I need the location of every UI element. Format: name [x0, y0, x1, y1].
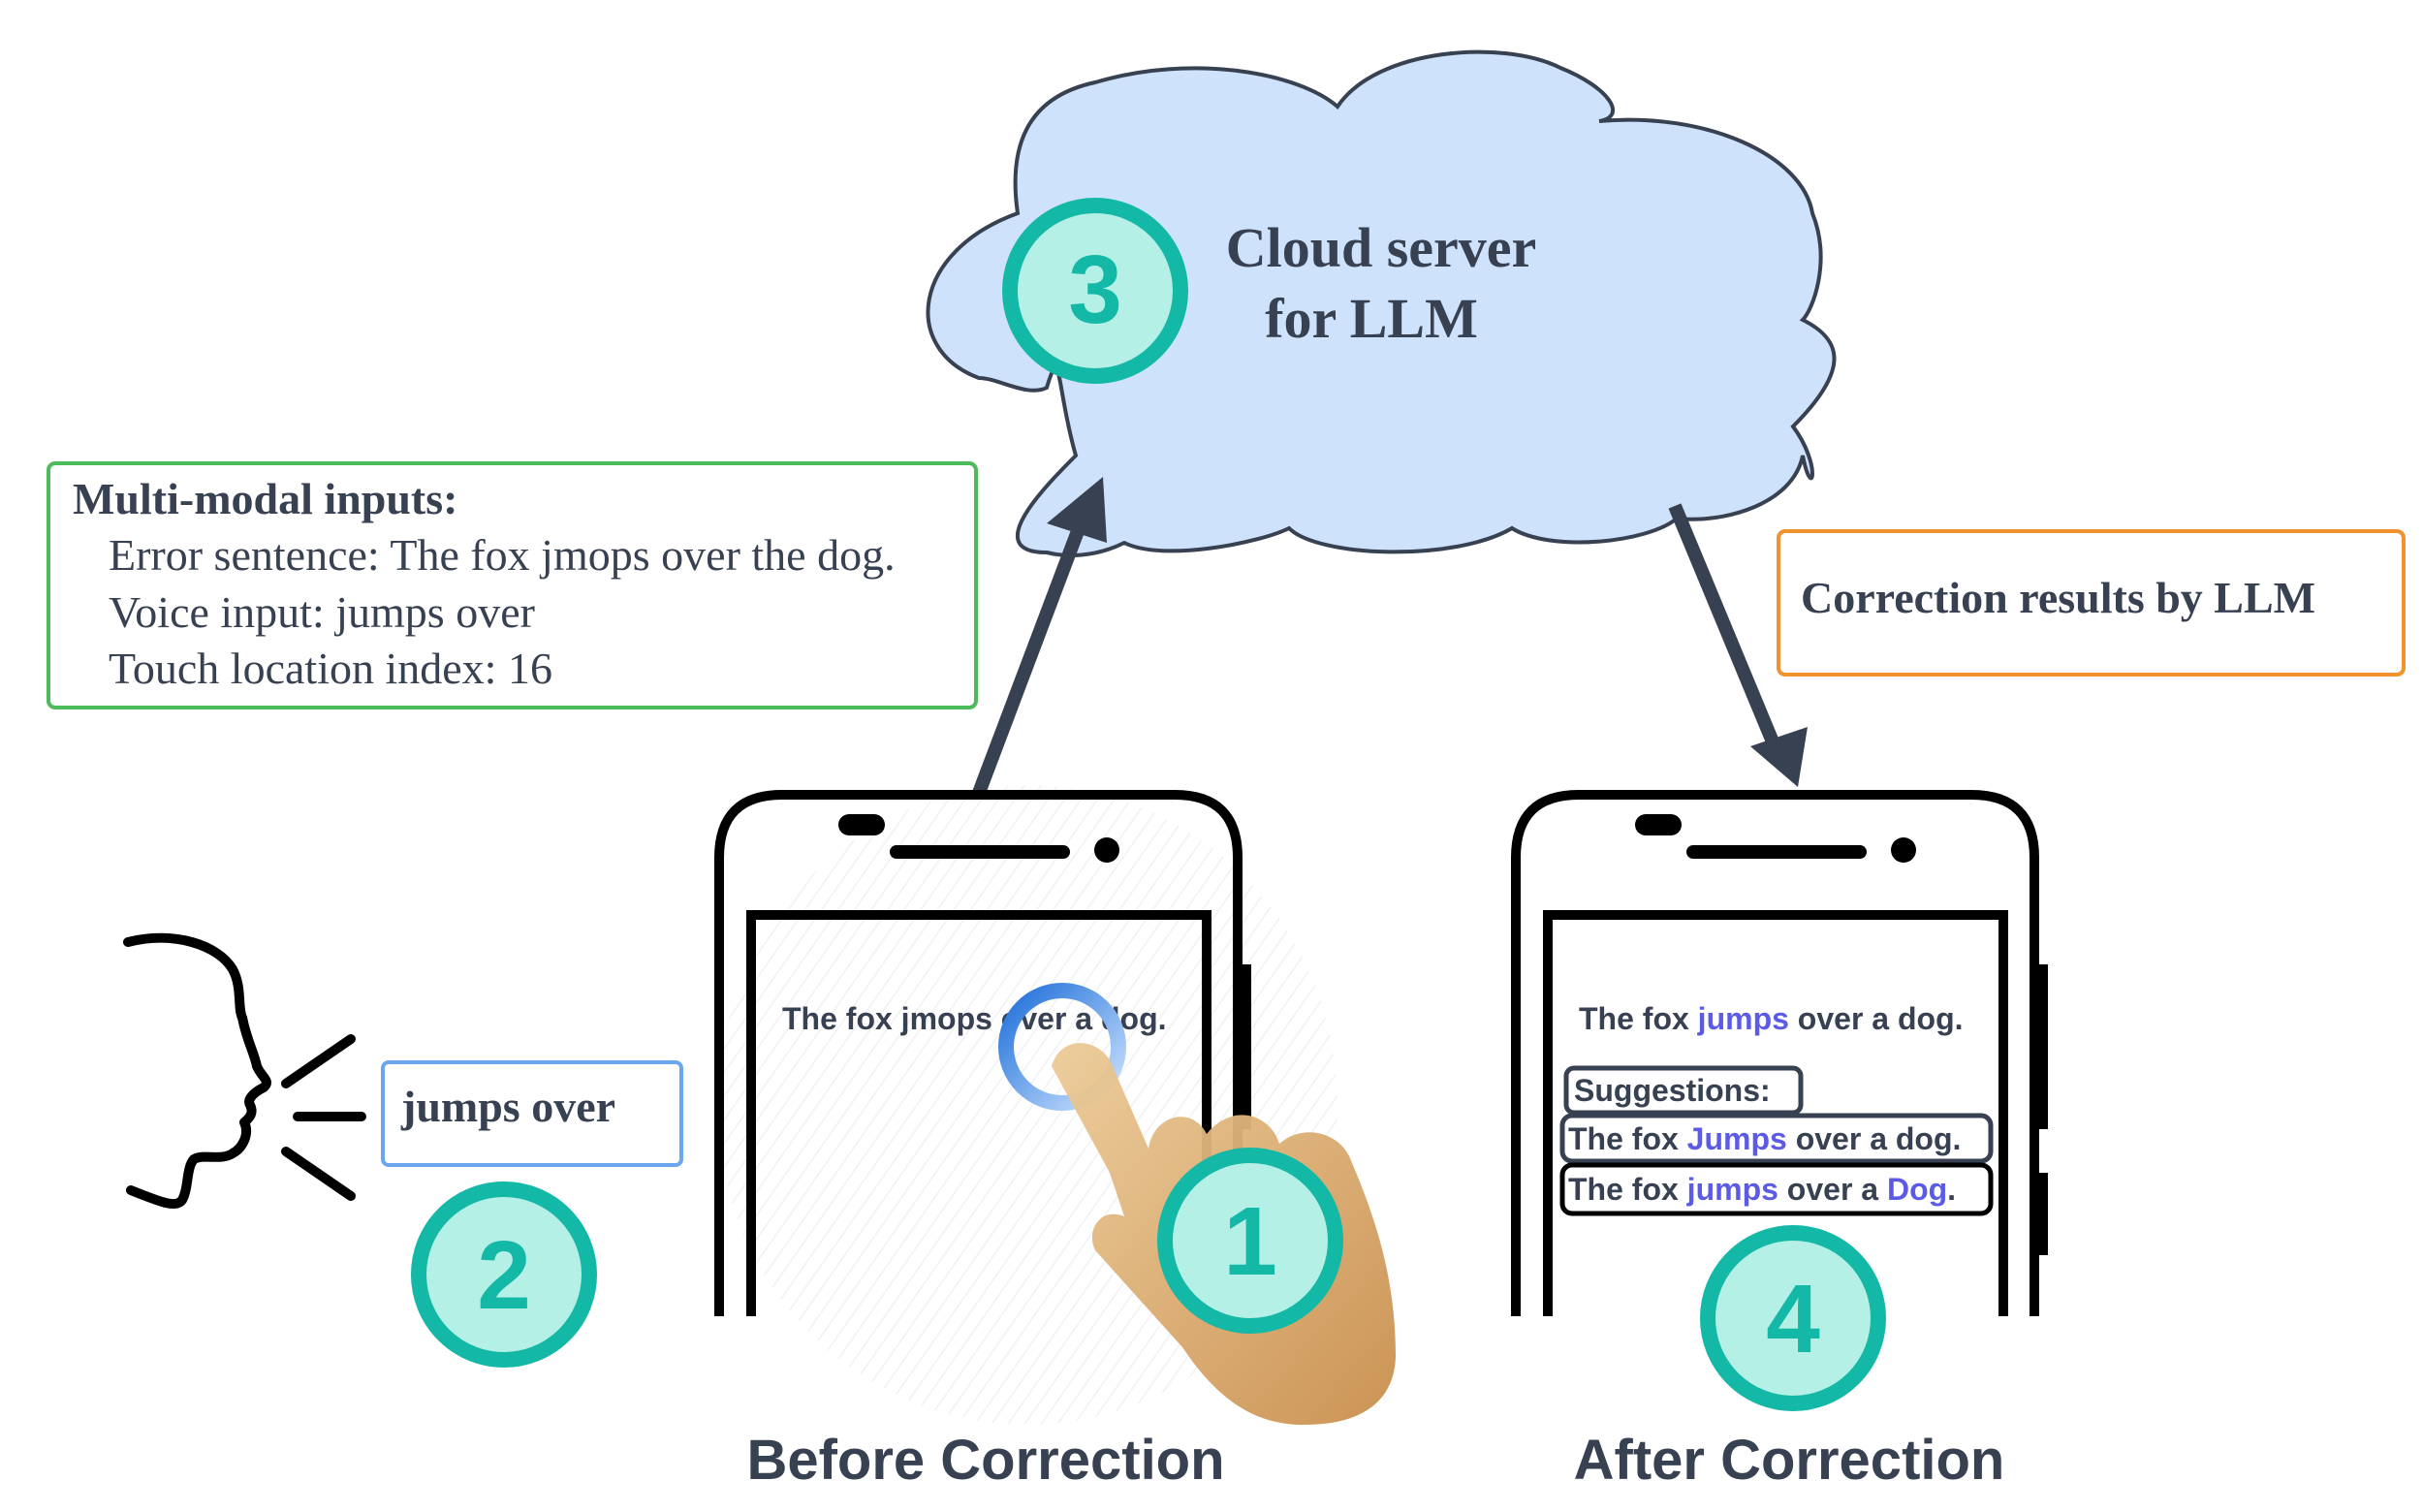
voice-input-box: jumps over — [381, 1060, 683, 1167]
inputs-line-error-sentence: Error sentence: The fox jmops over the d… — [109, 530, 896, 580]
arrow-up-to-cloud — [972, 477, 1107, 796]
cloud-title-line2: for LLM — [1265, 287, 1478, 350]
inputs-line-touch-index: Touch location index: 16 — [109, 644, 552, 693]
step-badge-4: 4 — [1700, 1225, 1886, 1411]
before-caption: Before Correction — [746, 1429, 1224, 1492]
suggestions-label: Suggestions: — [1574, 1073, 1771, 1108]
after-sentence: The fox jumps over a dog. — [1579, 1001, 1964, 1036]
step-number-4: 4 — [1766, 1265, 1820, 1373]
step-badge-2: 2 — [411, 1181, 597, 1368]
cloud-title-line1: Cloud server — [1226, 216, 1537, 279]
cloud-shape — [926, 49, 1837, 557]
suggestion-item-2[interactable]: The fox jumps over a Dog. — [1559, 1162, 1994, 1216]
arrow-down-to-phone — [1668, 503, 1808, 787]
step-number-1: 1 — [1223, 1187, 1277, 1296]
touch-ripple-icon — [998, 983, 1126, 1111]
suggestions-header: Suggestions: — [1563, 1065, 1804, 1116]
multimodal-inputs-box: Multi-modal inputs: Error sentence: The … — [47, 461, 978, 709]
correction-results-box: Correction results by LLM — [1777, 529, 2406, 677]
step-number-3: 3 — [1068, 236, 1122, 344]
phone-after-correction: The fox jumps over a dog. Suggestions: T… — [1511, 790, 2048, 1492]
step-number-2: 2 — [477, 1221, 531, 1330]
step-badge-1: 1 — [1157, 1148, 1343, 1334]
inputs-line-voice: Voice input: jumps over — [109, 587, 535, 637]
suggestion-item-1[interactable]: The fox Jumps over a dog. — [1559, 1113, 1994, 1164]
after-caption: After Correction — [1574, 1429, 2005, 1492]
inputs-title: Multi-modal inputs: — [73, 474, 457, 523]
suggestion-1-text: The fox Jumps over a dog. — [1568, 1121, 1961, 1156]
voice-input-label: jumps over — [400, 1082, 615, 1131]
cloud-server: Cloud server for LLM — [926, 49, 1837, 557]
step-badge-3: 3 — [1002, 198, 1188, 384]
corrected-word: jumps — [1697, 1001, 1789, 1036]
correction-results-label: Correction results by LLM — [1801, 573, 2315, 622]
speaking-head-icon — [123, 932, 366, 1209]
suggestion-2-text: The fox jumps over a Dog. — [1568, 1172, 1956, 1207]
phone-before-correction: The fox jmops over a dog. Before Correct… — [714, 785, 1396, 1492]
